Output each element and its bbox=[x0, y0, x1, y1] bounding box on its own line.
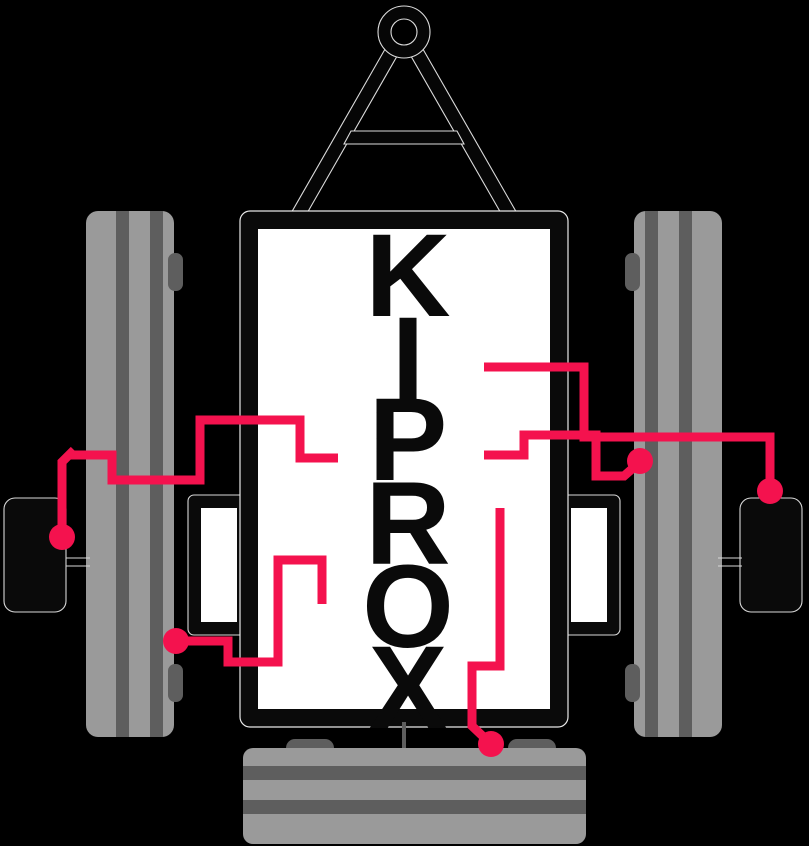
left-rail-knob-top bbox=[168, 253, 183, 291]
brand-letter-r: R bbox=[365, 458, 450, 590]
left-rail-knob-bottom bbox=[168, 664, 183, 702]
node-left-outrigger bbox=[49, 524, 75, 550]
trace-bottom-center bbox=[467, 508, 505, 748]
left-outrigger-body bbox=[3, 497, 67, 613]
brand-letter-o: O bbox=[362, 541, 454, 673]
panel-brand-wordmark: K I P R O X bbox=[362, 210, 454, 754]
circuit-traces bbox=[57, 362, 775, 748]
node-right-outrigger bbox=[757, 478, 783, 504]
left-rail-stripe-2 bbox=[150, 211, 163, 737]
node-right-mid bbox=[627, 448, 653, 474]
node-left-lower bbox=[163, 628, 189, 654]
trace-left-node bbox=[57, 446, 78, 537]
circuit-trace-nodes bbox=[49, 448, 783, 757]
base-body bbox=[243, 748, 586, 844]
left-rail-stripe-1 bbox=[116, 211, 129, 737]
machine-base bbox=[243, 722, 586, 844]
right-rail-stripe-1 bbox=[645, 211, 658, 737]
trace-left-lower bbox=[176, 555, 327, 667]
left-outrigger-pad bbox=[3, 497, 90, 613]
base-band-2 bbox=[243, 800, 586, 814]
left-side-port-window bbox=[201, 508, 237, 622]
trace-right-mid bbox=[484, 430, 643, 481]
trace-left-upper bbox=[68, 415, 338, 485]
base-band-1 bbox=[243, 766, 586, 780]
main-panel: K I P R O X bbox=[239, 210, 569, 754]
node-bottom-center bbox=[478, 731, 504, 757]
right-guide-rail bbox=[625, 211, 722, 737]
right-rail-stripe-2 bbox=[679, 211, 692, 737]
right-rail-knob-top bbox=[625, 253, 640, 291]
right-side-port bbox=[557, 494, 621, 636]
right-rail-knob-bottom bbox=[625, 664, 640, 702]
base-mast-stub bbox=[402, 722, 406, 750]
brand-letter-i: I bbox=[392, 293, 425, 425]
hook-ring-inner-icon bbox=[390, 18, 418, 46]
left-guide-rail bbox=[86, 211, 183, 737]
right-side-port-window bbox=[571, 508, 607, 622]
sling-brace-icon bbox=[343, 130, 465, 145]
brand-letter-x: X bbox=[369, 622, 448, 754]
brand-letter-p: P bbox=[369, 374, 448, 506]
brand-letter-k: K bbox=[365, 210, 450, 342]
right-outrigger-body bbox=[739, 497, 803, 613]
